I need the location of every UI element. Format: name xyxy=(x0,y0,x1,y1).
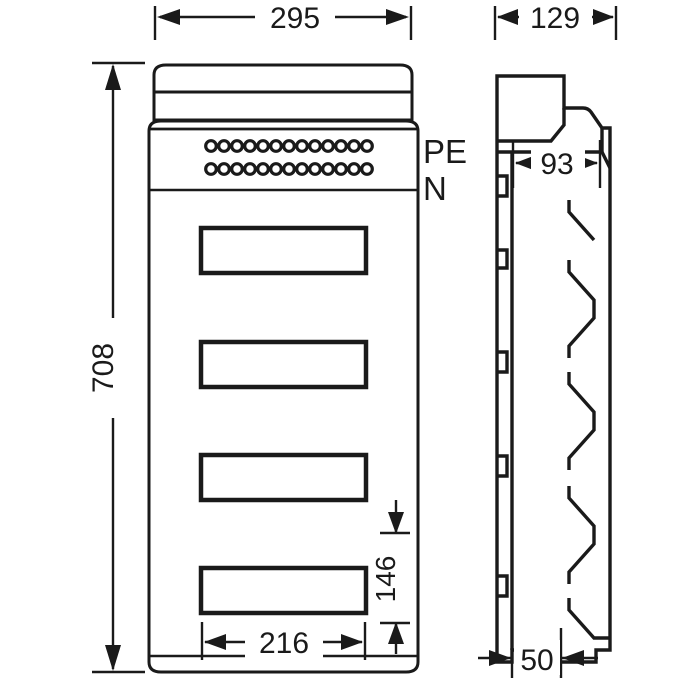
terminal-hole xyxy=(308,162,322,176)
dim-text-backing xyxy=(531,147,585,180)
arrow-right xyxy=(562,650,584,666)
terminal-hole xyxy=(360,139,374,153)
arrow-left xyxy=(497,9,518,25)
side-view xyxy=(495,74,612,664)
din-support-chevron xyxy=(567,260,596,358)
terminal-hole xyxy=(347,139,361,153)
dim-label-height: 708 xyxy=(87,343,120,393)
arrow-right xyxy=(593,9,614,25)
dimension-base-depth-50: 50 xyxy=(478,628,598,678)
terminal-hole xyxy=(334,162,348,176)
dim-text-backing xyxy=(245,626,323,659)
terminal-hole xyxy=(256,139,270,153)
terminal-hole xyxy=(217,139,231,153)
terminal-hole xyxy=(243,162,257,176)
side-upper-slant xyxy=(600,151,612,169)
dimension-inner-depth-93: 93 xyxy=(511,140,602,188)
arrow-left xyxy=(204,634,226,650)
dimension-height-708: 708 xyxy=(87,61,145,674)
arrow-top xyxy=(388,512,404,534)
dim-text-backing xyxy=(96,318,132,418)
terminal-hole xyxy=(204,162,218,176)
terminal-hole xyxy=(204,139,218,153)
dim-text-backing xyxy=(519,1,592,35)
mount-clip xyxy=(497,174,509,198)
dimension-width-295: 295 xyxy=(153,1,413,40)
din-support-chevron xyxy=(567,486,596,584)
label-n: N xyxy=(423,170,447,207)
din-rail-slot-1 xyxy=(198,225,369,276)
terminal-hole xyxy=(243,139,257,153)
arrow-bottom xyxy=(105,645,121,671)
terminal-hole xyxy=(347,162,361,176)
terminal-hole xyxy=(269,139,283,153)
pe-n-labels: PE N xyxy=(423,133,467,207)
label-pe: PE xyxy=(423,133,467,170)
dim-label-width: 295 xyxy=(270,2,320,35)
din-rail-slot-4 xyxy=(198,565,369,616)
terminal-hole xyxy=(295,162,309,176)
arrow-right xyxy=(386,9,409,25)
terminal-hole xyxy=(334,139,348,153)
dimension-slot-width-216: 216 xyxy=(200,622,367,660)
front-view xyxy=(147,63,420,674)
terminal-hole xyxy=(308,139,322,153)
din-support-chevron-bottom xyxy=(567,598,610,640)
mount-clip xyxy=(497,248,509,270)
dim-label-slot-pitch: 146 xyxy=(370,556,401,603)
dim-text-backing xyxy=(255,1,335,35)
front-top-cap xyxy=(152,63,414,94)
din-rail-slot-3 xyxy=(198,452,369,503)
terminal-hole xyxy=(295,139,309,153)
arrow-right xyxy=(341,634,363,650)
terminal-hole xyxy=(269,162,283,176)
dim-label-base-depth: 50 xyxy=(520,644,553,677)
vent-row-top xyxy=(204,139,374,153)
arrow-left xyxy=(515,155,536,171)
terminal-hole xyxy=(282,139,296,153)
din-support-chevron xyxy=(567,372,596,470)
arrow-left xyxy=(489,650,511,666)
terminal-hole xyxy=(360,162,374,176)
mount-clip xyxy=(497,350,509,374)
dimension-depth-129: 129 xyxy=(493,1,618,40)
vent-row-bottom xyxy=(204,162,374,176)
side-lid-bevel xyxy=(497,108,566,143)
mount-clip xyxy=(497,574,509,598)
front-lid-lip xyxy=(152,90,414,122)
dim-label-inner-depth: 93 xyxy=(540,148,573,181)
terminal-hole xyxy=(230,162,244,176)
dimension-slot-pitch-146: 146 xyxy=(370,500,412,654)
terminal-hole xyxy=(282,162,296,176)
terminal-hole xyxy=(256,162,270,176)
terminal-hole xyxy=(230,139,244,153)
din-support-chevron-top xyxy=(567,200,596,242)
terminal-hole xyxy=(321,139,335,153)
terminal-hole xyxy=(321,162,335,176)
dim-text-backing xyxy=(514,640,560,675)
din-rail-slot-2 xyxy=(198,339,369,390)
arrow-left xyxy=(157,9,180,25)
dim-label-slot-width: 216 xyxy=(259,627,309,660)
arrow-top xyxy=(105,64,121,90)
arrow-bottom xyxy=(388,622,404,644)
terminal-hole xyxy=(217,162,231,176)
dim-text-backing xyxy=(378,537,412,621)
mount-clip xyxy=(497,454,509,478)
dim-label-depth: 129 xyxy=(530,2,580,35)
